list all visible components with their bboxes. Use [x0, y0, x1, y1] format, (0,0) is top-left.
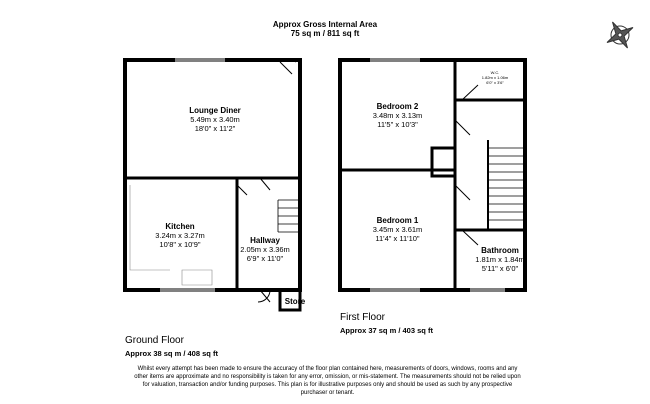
room-name: Bathroom: [481, 246, 519, 255]
room-name: Lounge Diner: [189, 106, 241, 115]
room-name: W.C.: [490, 70, 500, 75]
room-label-bedroom-2: Bedroom 2 3.48m x 3.13m 11'5" x 10'3": [355, 102, 440, 129]
room-label-wc: W.C. 1.82m x 1.06m 6'0" x 3'6": [470, 70, 520, 85]
room-name: Bedroom 2: [376, 102, 419, 111]
ground-floor-plan: [123, 58, 302, 312]
room-imperial: 6'9" x 11'0": [246, 254, 284, 263]
room-label-bathroom: Bathroom 1.81m x 1.84m 5'11" x 6'0": [460, 246, 540, 273]
first-floor-label: First Floor: [340, 312, 385, 323]
room-label-bedroom-1: Bedroom 1 3.45m x 3.61m 11'4" x 11'10": [355, 216, 440, 243]
room-metric: 3.45m x 3.61m: [372, 225, 423, 234]
room-label-lounge-diner: Lounge Diner 5.49m x 3.40m 18'0" x 11'2": [170, 106, 260, 133]
compass-rose-icon: [606, 21, 634, 49]
room-imperial: 11'4" x 11'10": [375, 234, 420, 243]
room-metric: 3.24m x 3.27m: [155, 231, 205, 240]
room-metric: 1.82m x 1.06m: [481, 75, 509, 80]
room-label-kitchen: Kitchen 3.24m x 3.27m 10'8" x 10'9": [140, 222, 220, 249]
ground-floor-label: Ground Floor: [125, 335, 184, 346]
room-imperial: 10'8" x 10'9": [159, 240, 201, 249]
room-name: Store: [284, 297, 306, 306]
room-metric: 2.05m x 3.36m: [240, 245, 290, 254]
room-imperial: 11'5" x 10'3": [377, 120, 418, 129]
first-floor-area: Approx 37 sq m / 403 sq ft: [340, 326, 433, 335]
room-metric: 5.49m x 3.40m: [190, 115, 240, 124]
first-floor-plan: [338, 58, 527, 292]
room-metric: 1.81m x 1.84m: [475, 255, 525, 264]
room-label-hallway: Hallway 2.05m x 3.36m 6'9" x 11'0": [230, 236, 300, 263]
gross-area-header: Approx Gross Internal Area 75 sq m / 811…: [200, 20, 450, 38]
ground-floor-area: Approx 38 sq m / 408 sq ft: [125, 349, 218, 358]
room-metric: 3.48m x 3.13m: [372, 111, 423, 120]
room-name: Bedroom 1: [376, 216, 419, 225]
room-name: Kitchen: [165, 222, 195, 231]
room-name: Hallway: [250, 236, 280, 245]
room-imperial: 18'0" x 11'2": [194, 124, 236, 133]
disclaimer-text: Whilst every attempt has been made to en…: [134, 366, 521, 396]
gross-area-title: Approx Gross Internal Area: [272, 20, 378, 29]
room-imperial: 6'0" x 3'6": [486, 80, 504, 85]
room-imperial: 5'11" x 6'0": [481, 264, 519, 273]
room-label-store: Store: [280, 297, 310, 306]
gross-area-value: 75 sq m / 811 sq ft: [290, 29, 360, 38]
